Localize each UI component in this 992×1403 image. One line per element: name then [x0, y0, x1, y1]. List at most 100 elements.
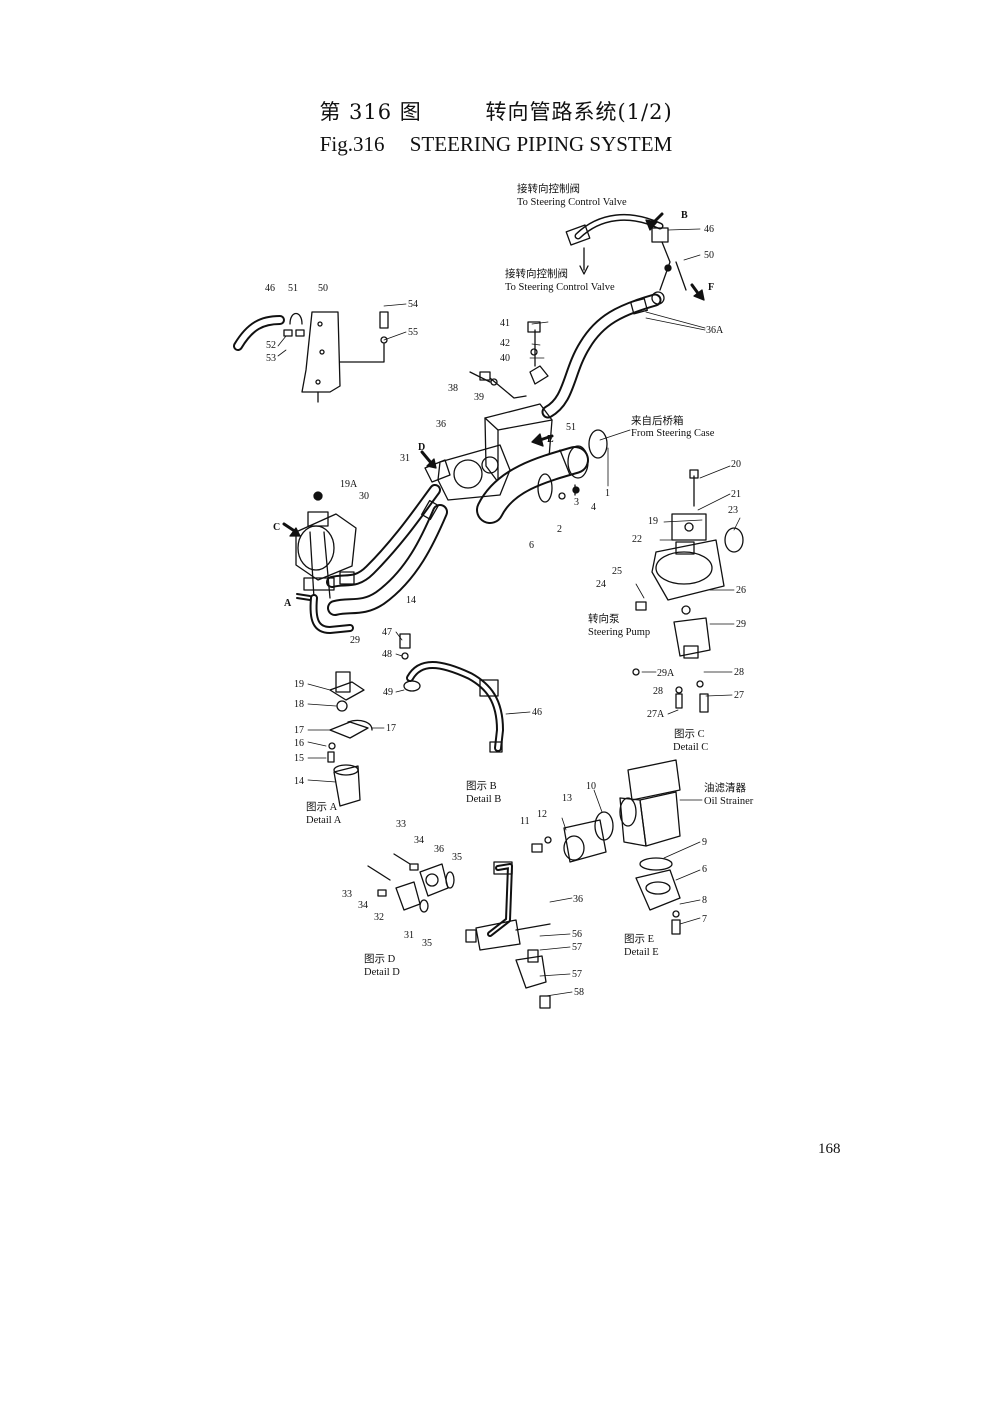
arrow-d — [420, 450, 437, 469]
pump-assembly-c — [295, 491, 357, 634]
strainer-cn: 油滤清器 — [704, 781, 746, 794]
arrow-a — [296, 593, 311, 601]
part-label: 3 — [574, 497, 579, 508]
part-label: 51 — [288, 283, 298, 294]
detail-c-pump — [632, 469, 744, 713]
pipe-6 — [476, 429, 608, 524]
from-case-cn: 来自后桥箱 — [631, 414, 684, 427]
part-label: 36A — [706, 325, 724, 336]
part-label: 27A — [647, 709, 665, 720]
part-label: 20 — [731, 459, 741, 470]
part-label: 52 — [266, 340, 276, 351]
view-letter-f: F — [708, 282, 714, 293]
part-label: 17 — [294, 725, 304, 736]
part-label: 12 — [537, 809, 547, 820]
part-label: 8 — [702, 895, 707, 906]
part-label: 21 — [731, 489, 741, 500]
annotation-labels: 接转向控制阀 To Steering Control Valve 接转向控制阀 … — [265, 182, 754, 998]
part-label: 23 — [728, 505, 738, 516]
detail-a — [327, 671, 373, 807]
part-label: 7 — [702, 914, 707, 925]
figure-number-en: Fig.316 — [319, 132, 385, 156]
part-label: 57 — [572, 942, 582, 953]
detail-d-en: Detail D — [364, 967, 400, 978]
figure-caption-cn: 转向管路系统(1/2) — [485, 100, 673, 124]
to-valve-mid-cn: 接转向控制阀 — [505, 267, 568, 280]
oil-strainer — [594, 759, 681, 935]
bolts-38-42 — [469, 348, 580, 500]
part-label: 49 — [383, 687, 393, 698]
part-label: 2 — [557, 524, 562, 535]
view-letter-c: C — [273, 522, 280, 533]
part-label: 31 — [404, 930, 414, 941]
figure-caption-en: STEERING PIPING SYSTEM — [409, 132, 673, 156]
part-label: 57 — [572, 969, 582, 980]
part-label: 41 — [500, 318, 510, 329]
part-label: 33 — [342, 889, 352, 900]
view-letter-b: B — [681, 210, 688, 221]
detail-b-en: Detail B — [466, 794, 501, 805]
part-label: 53 — [266, 353, 276, 364]
part-label: 15 — [294, 753, 304, 764]
pump-en: Steering Pump — [588, 627, 650, 638]
bracket-assembly — [233, 311, 389, 403]
part-label: 19A — [340, 479, 358, 490]
part-label: 56 — [572, 929, 582, 940]
part-label: 18 — [294, 699, 304, 710]
to-valve-top-cn: 接转向控制阀 — [517, 182, 580, 195]
detail-c-en: Detail C — [673, 742, 708, 753]
view-letter-e: E — [547, 434, 554, 445]
part-label: 39 — [474, 392, 484, 403]
part-label: 1 — [605, 488, 610, 499]
part-label: 48 — [382, 649, 392, 660]
part-label: 50 — [704, 250, 714, 261]
detail-a-cn: 图示 A — [306, 801, 338, 813]
to-valve-mid-en: To Steering Control Valve — [505, 282, 615, 293]
part-label: 29 — [736, 619, 746, 630]
leader-lines — [277, 228, 741, 997]
part-label: 16 — [294, 738, 304, 749]
part-label: 14 — [406, 595, 416, 606]
view-letter-d: D — [418, 442, 425, 453]
part-label: 19 — [294, 679, 304, 690]
part-label: 6 — [702, 864, 707, 875]
upper-pipe-group — [565, 213, 687, 291]
figure-title-english: Fig.316 STEERING PIPING SYSTEM — [0, 132, 992, 157]
part-label: 35 — [452, 852, 462, 863]
part-label: 36 — [434, 844, 444, 855]
detail-d — [367, 853, 455, 913]
part-label: 28 — [734, 667, 744, 678]
detail-d-cn: 图示 D — [364, 953, 396, 965]
part-label: 13 — [562, 793, 572, 804]
valve-head-d — [424, 444, 511, 501]
part-label: 27 — [734, 690, 744, 701]
arrow-c — [282, 522, 301, 537]
part-label: 47 — [382, 627, 392, 638]
part-label: 24 — [596, 579, 606, 590]
detail-c-cn: 图示 C — [674, 728, 705, 740]
view-letter-a: A — [284, 598, 292, 609]
pump-cn: 转向泵 — [588, 612, 620, 625]
arrow-e — [531, 433, 554, 447]
detail-b — [465, 819, 607, 1009]
page-number: 168 — [818, 1141, 841, 1157]
part-label: 10 — [586, 781, 596, 792]
part-label: 34 — [414, 835, 424, 846]
to-valve-top-en: To Steering Control Valve — [517, 197, 627, 208]
from-case-en: From Steering Case — [631, 428, 715, 439]
pipe-46-detail — [399, 633, 504, 753]
part-label: 29A — [657, 668, 675, 679]
part-label: 26 — [736, 585, 746, 596]
part-label: 42 — [500, 338, 510, 349]
part-label: 36 — [573, 894, 583, 905]
hoses-30-14 — [326, 484, 448, 616]
part-label: 11 — [520, 816, 530, 827]
part-label: 46 — [532, 707, 542, 718]
part-label: 36 — [436, 419, 446, 430]
part-label: 28 — [653, 686, 663, 697]
arrow-b — [645, 212, 664, 231]
part-label: 51 — [566, 422, 576, 433]
arrow-f — [690, 283, 705, 301]
part-label: 33 — [396, 819, 406, 830]
